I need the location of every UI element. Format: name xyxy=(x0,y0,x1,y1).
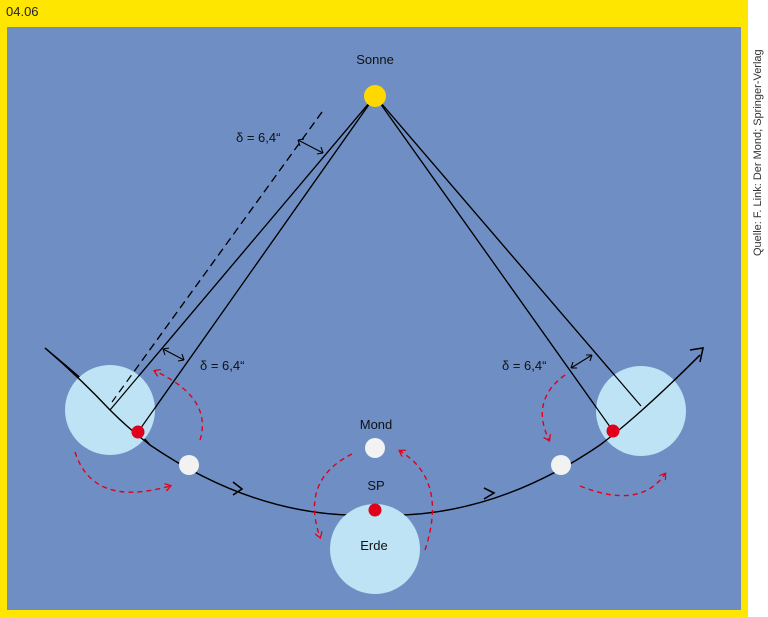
label-subsolar-point: SP xyxy=(367,478,384,493)
label-delta-left: δ = 6,4“ xyxy=(200,358,244,373)
label-sun: Sonne xyxy=(356,52,394,67)
orbit-arrow-right xyxy=(483,487,496,500)
moon-left xyxy=(179,455,199,475)
marker-left xyxy=(131,425,145,439)
earth-bottom xyxy=(330,504,420,594)
source-credit: Quelle: F. Link: Der Mond; Springer-Verl… xyxy=(752,49,764,256)
moon-right xyxy=(551,455,571,475)
label-earth: Erde xyxy=(360,538,387,553)
label-delta-right: δ = 6,4“ xyxy=(502,358,546,373)
source-credit-strip: Quelle: F. Link: Der Mond; Springer-Verl… xyxy=(748,0,768,617)
label-delta-top: δ = 6,4“ xyxy=(236,130,280,145)
diagram: Sonne Mond SP Erde δ = 6,4“ δ = 6,4“ δ =… xyxy=(7,27,741,610)
orbit-arrow-left xyxy=(232,481,244,496)
rotation-arrows xyxy=(74,371,665,551)
marker-right xyxy=(606,424,620,438)
orbit-arrow-end xyxy=(689,347,705,363)
moon-center xyxy=(365,438,385,458)
sun xyxy=(364,85,386,107)
label-moon: Mond xyxy=(360,417,393,432)
delta-arrow-top xyxy=(297,139,324,154)
delta-arrow-right xyxy=(570,354,593,369)
delta-arrow-left xyxy=(162,348,185,361)
panel-number: 04.06 xyxy=(6,4,39,19)
marker-subsolar xyxy=(368,503,382,517)
